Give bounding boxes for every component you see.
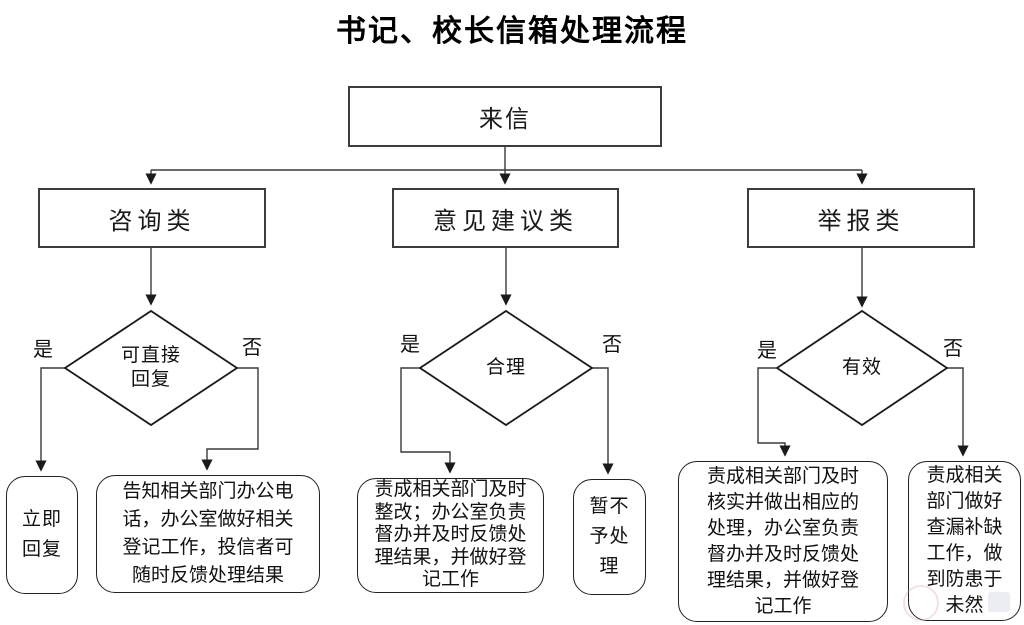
connector-d2-no bbox=[592, 367, 614, 475]
decision-label-valid: 有效 bbox=[841, 357, 882, 378]
connector-d1-no bbox=[201, 367, 259, 471]
outcome-node-reply-immediately: 立即回复 bbox=[6, 476, 78, 594]
outcome-node-no-processing: 暂不予处理 bbox=[573, 479, 646, 595]
outcome-node-fill-gaps: 责成相关部门做好查漏补缺工作，做到防患于未然 bbox=[908, 461, 1021, 621]
yes-label: 是 bbox=[400, 334, 420, 356]
yes-label: 是 bbox=[33, 339, 53, 361]
outcome-node-rectify: 责成相关部门及时整改；办公室负责督办并及时反馈处理结果，并做好登记工作 bbox=[357, 478, 544, 593]
outcome-node-inform-department: 告知相关部门办公电话，办公室做好相关登记工作，投信者可随时反馈处理结果 bbox=[96, 475, 320, 593]
no-label: 否 bbox=[943, 338, 963, 360]
category-node-consultation: 咨询类 bbox=[38, 188, 266, 248]
outcome-node-verify-and-handle: 责成相关部门及时核实并做出相应的处理，办公室负责督办并及时反馈处理结果，并做好登… bbox=[678, 461, 888, 622]
decision-label-reasonable: 合理 bbox=[485, 357, 526, 378]
connector-d3-yes bbox=[757, 367, 791, 457]
decision-diamond-1 bbox=[63, 309, 239, 427]
connector-d1-yes bbox=[35, 367, 65, 472]
connector-d3-no bbox=[947, 367, 969, 457]
decision-diamond-3 bbox=[775, 309, 949, 427]
root-node-incoming-letter: 来信 bbox=[348, 86, 662, 147]
root-node-label: 来信 bbox=[479, 107, 531, 133]
category-label: 意见建议类 bbox=[433, 208, 578, 235]
yes-label: 是 bbox=[757, 340, 777, 362]
category-node-suggestion: 意见建议类 bbox=[392, 188, 619, 248]
decision-diamond-2 bbox=[418, 309, 594, 427]
connector-d2-yes bbox=[400, 367, 456, 474]
category-label: 举报类 bbox=[817, 208, 905, 235]
decision-label-can-reply-directly: 可直接回复 bbox=[120, 345, 181, 390]
no-label: 否 bbox=[602, 334, 622, 356]
no-label: 否 bbox=[242, 337, 262, 359]
category-node-report: 举报类 bbox=[747, 188, 975, 248]
category-label: 咨询类 bbox=[108, 208, 196, 235]
page-title: 书记、校长信箱处理流程 bbox=[336, 15, 688, 48]
